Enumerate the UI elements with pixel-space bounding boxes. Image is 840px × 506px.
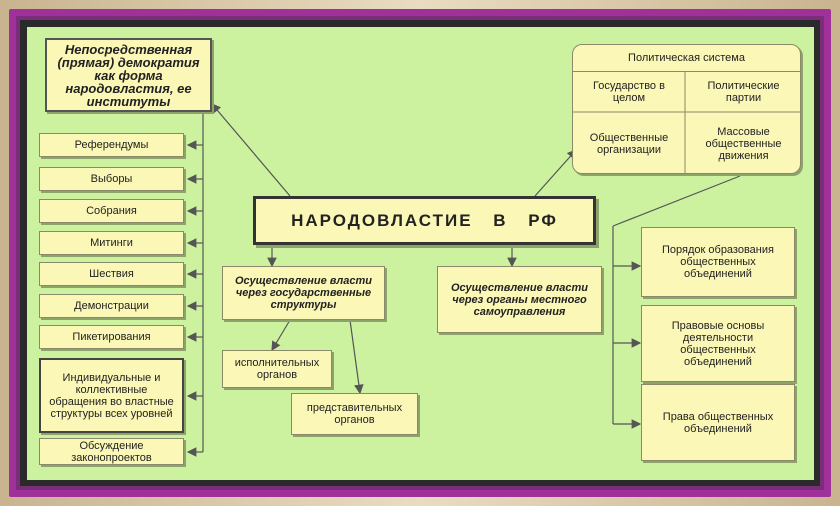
political-system-grid [573, 71, 800, 173]
central-title: НАРОДОВЛАСТИЕ В РФ [291, 210, 558, 230]
item-label: Референдумы [74, 139, 149, 151]
item-label: Пикетирования [72, 331, 151, 343]
formation-order-box: Порядок образования общественных объедин… [641, 227, 795, 297]
item-bill-discussion: Обсуждение законопроектов [39, 438, 184, 465]
cell-movements: Массовые общественные движения [705, 125, 782, 162]
item-label: Собрания [86, 205, 137, 217]
cell-organizations: Общественные организации [589, 131, 669, 156]
item-label: Демонстрации [74, 300, 149, 312]
executive-bodies-label: исполнительных органов [234, 357, 320, 381]
item-label: Митинги [90, 237, 133, 249]
item-label: Выборы [90, 173, 133, 185]
cell-state: Государство в целом [593, 79, 665, 104]
executive-bodies-box: исполнительных органов [222, 350, 332, 388]
item-referendums: Референдумы [39, 133, 184, 157]
item-label: Шествия [89, 268, 134, 280]
item-pickets: Пикетирования [39, 325, 184, 349]
cell-parties: Политические партии [707, 79, 780, 104]
representative-bodies-box: представительных органов [291, 393, 418, 435]
legal-basis-label: Правовые основы деятельности общественны… [671, 319, 765, 368]
state-power-title: Осуществление власти через государственн… [234, 275, 373, 311]
local-power-title: Осуществление власти через органы местно… [450, 281, 589, 318]
legal-basis-box: Правовые основы деятельности общественны… [641, 305, 795, 382]
association-rights-box: Права общественных объединений [641, 384, 795, 461]
item-assemblies: Собрания [39, 199, 184, 223]
political-system-box: Политическая система Государство в целом… [572, 44, 801, 174]
political-system-title: Политическая система [573, 45, 800, 72]
item-rallies: Митинги [39, 231, 184, 255]
item-appeals: Индивидуальные и коллективные обращения … [39, 358, 184, 433]
item-elections: Выборы [39, 167, 184, 191]
formation-order-label: Порядок образования общественных объедин… [662, 244, 774, 280]
direct-democracy-title: Непосредственная (прямая) демократия как… [57, 41, 200, 109]
state-power-box: Осуществление власти через государственн… [222, 266, 385, 320]
association-rights-label: Права общественных объединений [662, 410, 774, 435]
item-demonstrations: Демонстрации [39, 294, 184, 318]
direct-democracy-box: Непосредственная (прямая) демократия как… [45, 38, 212, 112]
item-label: Индивидуальные и коллективные обращения … [49, 371, 174, 420]
item-label: Обсуждение законопроектов [71, 439, 152, 464]
item-marches: Шествия [39, 262, 184, 286]
local-power-box: Осуществление власти через органы местно… [437, 266, 602, 333]
central-title-box: НАРОДОВЛАСТИЕ В РФ [253, 196, 596, 245]
representative-bodies-label: представительных органов [306, 402, 403, 426]
